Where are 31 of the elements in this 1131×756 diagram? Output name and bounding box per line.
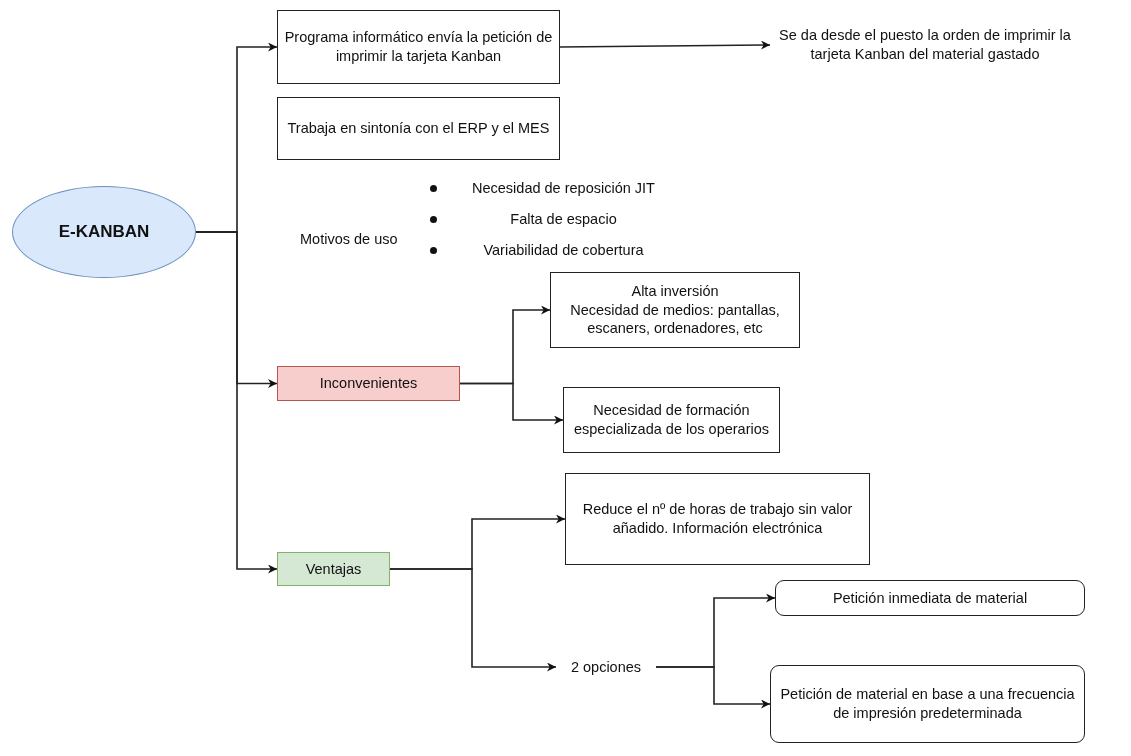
bullet-item: Necesidad de reposición JIT [471,180,656,196]
process-box [563,387,780,453]
arrow [559,40,771,50]
node-text: Trabaja en sintonía con el ERP y el MES [287,119,550,138]
process-box [277,97,560,160]
bullet-item: Variabilidad de cobertura [482,242,645,258]
rounded-box [775,580,1085,616]
category-box [277,552,390,586]
process-box [550,272,800,348]
node-text: Petición inmediata de material [832,588,1028,608]
node-text: Ventajas [305,559,362,579]
process-box [277,10,560,84]
node-text: Petición de material en base a una frecuencia de impresión predeterminada [779,685,1076,723]
node-text: Alta inversión [631,281,719,301]
node-text: 2 opciones [570,657,642,677]
rounded-box [770,665,1085,743]
node-text: Se da desde el puesto la orden de imprimir la tarjeta Kanban del material gastado [778,26,1072,64]
node-text: Necesidad de formación especializada de los operarios [572,401,771,439]
node-text: Inconvenientes [319,374,418,393]
arrow [459,382,564,425]
arrow [655,666,771,709]
node-text: E-KANBAN [58,220,150,243]
node-text: Programa informático envía la petición de imprimir la tarjeta Kanban [284,28,553,66]
arrow [195,231,278,574]
node-text: Necesidad de medios: pantallas, escaners, ordenadores, etc [569,300,781,339]
group-label: Motivos de uso [300,231,398,247]
node-text: Reduce el nº de horas de trabajo sin valor añadido. Información electrónica [581,500,854,538]
process-box [565,473,870,565]
bullet-item: Falta de espacio [509,211,618,227]
arrow [389,568,557,672]
category-box [277,366,460,401]
